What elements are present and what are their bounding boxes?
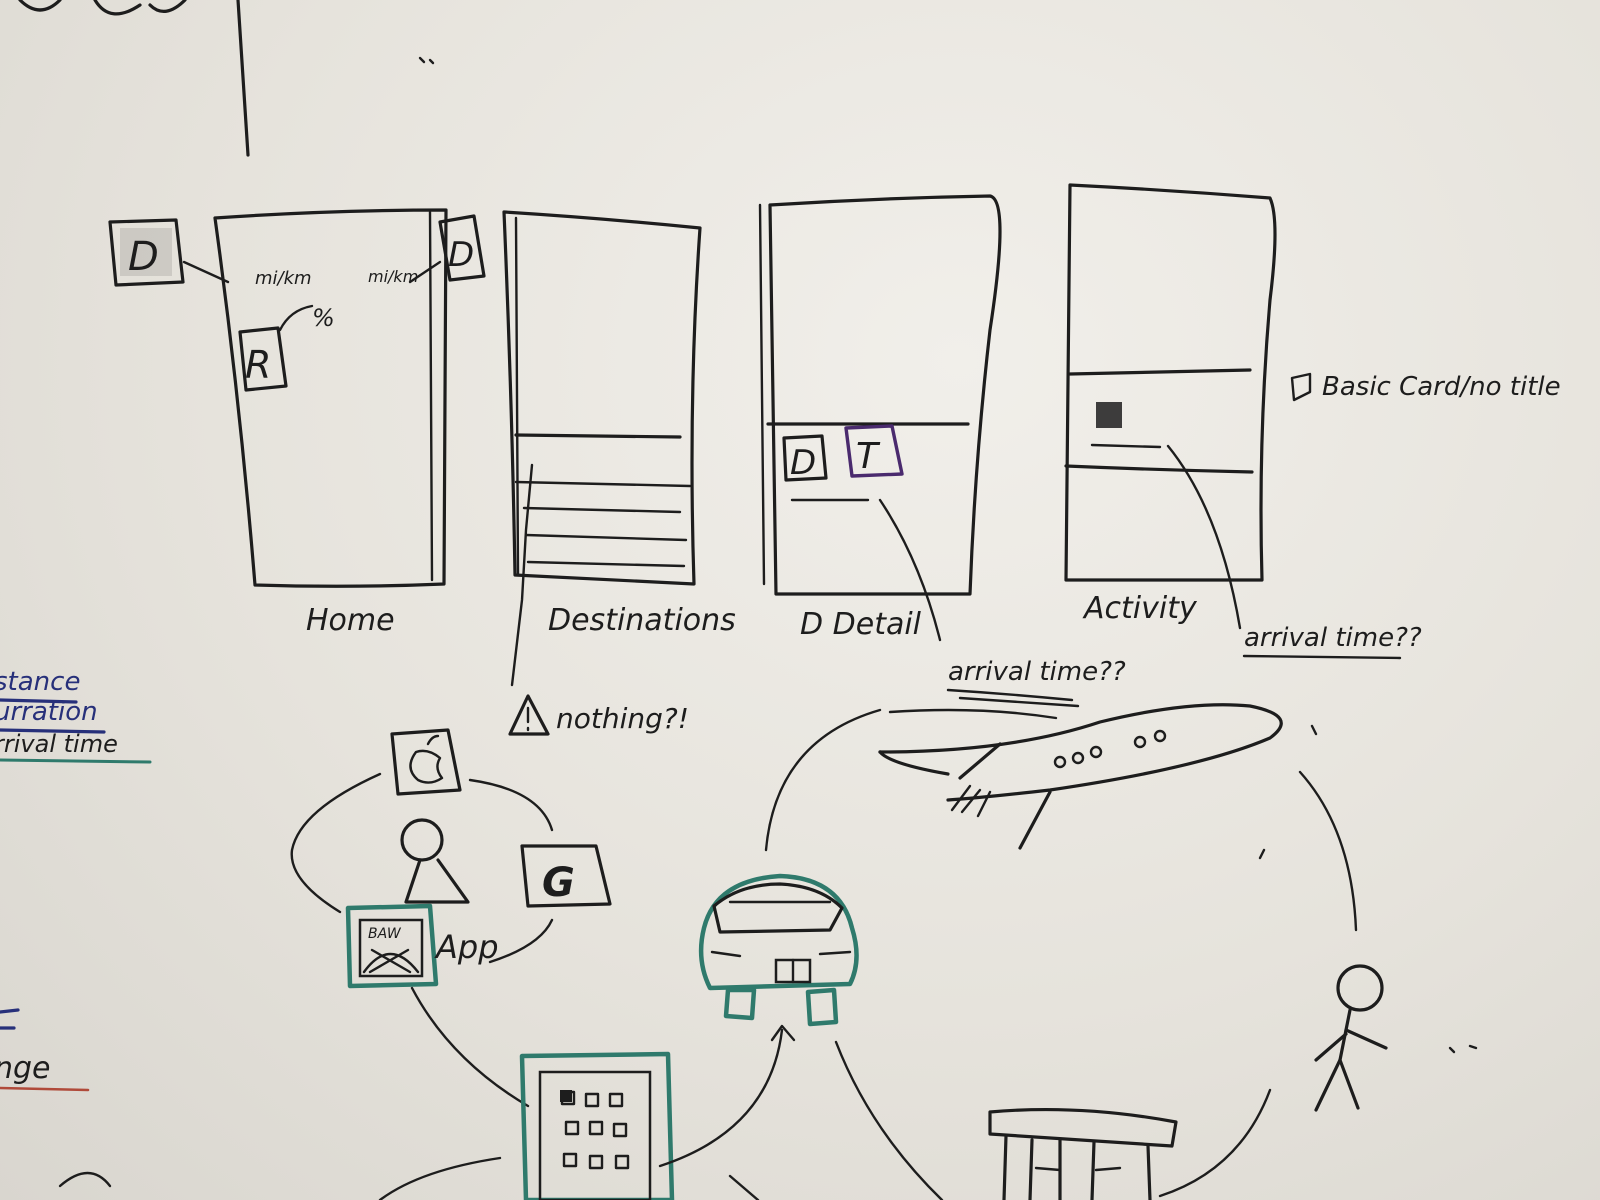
detail-label: D Detail: [800, 607, 922, 642]
svg-text:nge: nge: [0, 1051, 51, 1086]
car-icon: [698, 873, 859, 1027]
google-icon: G: [520, 844, 612, 908]
activity-label: Activity: [1082, 591, 1198, 626]
activity-icon: [1096, 402, 1122, 428]
apple-icon: [390, 728, 462, 796]
svg-text:G: G: [542, 860, 575, 906]
warning-icon: [508, 694, 550, 736]
svg-text:Basic Card/no title: Basic Card/no title: [1322, 372, 1561, 402]
building-icon: [988, 1107, 1178, 1200]
home-percent: %: [312, 304, 335, 332]
destinations-label: Destinations: [548, 603, 736, 638]
top-left-scribble: [18, 0, 435, 157]
svg-text:BAW: BAW: [368, 926, 402, 942]
svg-text:R: R: [245, 343, 271, 387]
basic-card-note: Basic Card/no title: [1290, 372, 1561, 402]
home-d-icon-right: D: [408, 214, 486, 284]
svg-text:D: D: [448, 235, 474, 275]
detail-d-icon: D: [782, 434, 828, 483]
svg-text:D: D: [128, 234, 159, 280]
app-icon: BAW: [345, 903, 439, 989]
svg-text:T: T: [856, 436, 881, 477]
card-icon: [1290, 372, 1312, 402]
ecosystem-sketch: G BAW App: [290, 703, 1478, 1200]
app-label: App: [434, 928, 499, 966]
svg-text:arrival time??: arrival time??: [1244, 623, 1422, 653]
warning-note: nothing?!: [508, 694, 689, 736]
home-r-icon: R: [238, 304, 314, 392]
tablet-icon: [519, 1051, 675, 1200]
svg-text:arrival time??: arrival time??: [948, 657, 1126, 687]
svg-text:rrival time: rrival time: [0, 730, 118, 758]
home-screen-wireframe: D D R mi/km mi/km % Home: [108, 208, 486, 638]
airplane-icon: [878, 703, 1283, 850]
home-label: Home: [306, 603, 395, 638]
walking-person-icon: [1314, 964, 1388, 1112]
svg-text:urration: urration: [0, 697, 98, 727]
person-icon: [400, 818, 470, 904]
detail-screen-wireframe: D T D Detail: [758, 194, 1002, 642]
detail-t-icon: T: [844, 424, 904, 478]
destinations-screen-wireframe: Destinations: [502, 210, 736, 687]
home-d-icon-left: D: [108, 218, 230, 287]
svg-text:D: D: [790, 443, 816, 483]
svg-text:nothing?!: nothing?!: [556, 702, 689, 735]
left-edge-list: stance urration rrival time nge: [0, 667, 152, 1188]
activity-screen-wireframe: Activity: [1064, 183, 1277, 630]
home-units-right: mi/km: [368, 267, 418, 286]
home-units-left: mi/km: [255, 268, 312, 289]
arrival-time-note-center: arrival time??: [946, 657, 1126, 708]
arrival-time-note-right: arrival time??: [1242, 623, 1422, 660]
svg-text:stance: stance: [0, 667, 80, 697]
